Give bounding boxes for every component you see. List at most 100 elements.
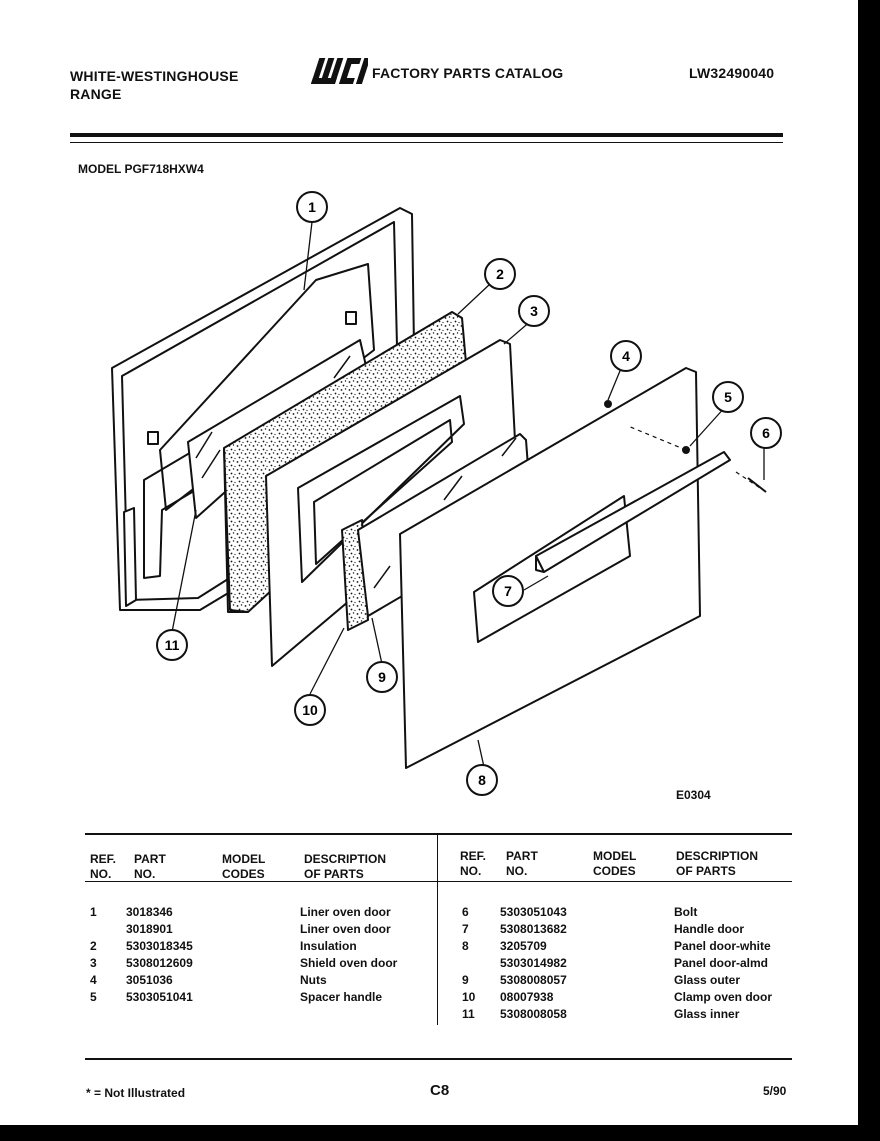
catalog-number: LW32490040	[689, 65, 775, 81]
not-illustrated-note: * = Not Illustrated	[86, 1086, 186, 1100]
row-part: 3018901	[126, 922, 173, 936]
row-part: 3051036	[126, 973, 173, 987]
row-desc: Insulation	[300, 939, 357, 953]
wci-logo	[310, 58, 368, 84]
table-row: 5303014982 Panel door-almd	[438, 955, 792, 972]
row-part: 5308008058	[500, 1007, 567, 1021]
table-row: 5 5303051041 Spacer handle	[0, 989, 437, 1006]
row-ref: 10	[462, 990, 476, 1004]
table-header-rule	[85, 881, 792, 882]
table-row: 6 5303051043 Bolt	[438, 904, 792, 921]
callout-2: 2	[484, 258, 516, 290]
row-ref: 3	[90, 956, 97, 970]
svg-text:11: 11	[165, 637, 180, 653]
page-code: C8	[430, 1082, 450, 1099]
table-top-rule	[85, 833, 792, 835]
callout-5: 5	[712, 381, 744, 413]
callout-11: 11	[156, 629, 188, 661]
table-divider	[437, 833, 438, 1025]
model-label: MODEL PGF718HXW4	[78, 162, 204, 176]
row-part: 5303014982	[500, 956, 567, 970]
callout-9: 9	[366, 661, 398, 693]
scan-edge-bottom	[0, 1125, 880, 1141]
row-part: 5308008057	[500, 973, 567, 987]
row-part: 5303018345	[126, 939, 193, 953]
row-ref: 5	[90, 990, 97, 1004]
row-ref: 1	[90, 905, 97, 919]
callout-4: 4	[610, 340, 642, 372]
table-row: 3018901 Liner oven door	[0, 921, 437, 938]
svg-text:9: 9	[378, 669, 386, 685]
row-desc: Handle door	[674, 922, 745, 936]
svg-text:8: 8	[478, 772, 486, 788]
svg-text:5: 5	[724, 389, 732, 405]
row-desc: Liner oven door	[300, 905, 391, 919]
table-row: 7 5308013682 Handle door	[438, 921, 792, 938]
svg-text:3: 3	[530, 303, 538, 319]
table-row: 10 08007938 Clamp oven door	[438, 989, 792, 1006]
row-ref: 9	[462, 973, 469, 987]
row-part: 3018346	[126, 905, 173, 919]
row-desc: Spacer handle	[300, 990, 383, 1004]
callout-10: 10	[294, 694, 326, 726]
row-desc: Nuts	[300, 973, 327, 987]
part-shield	[265, 339, 517, 667]
catalog-date: 5/90	[763, 1084, 787, 1098]
table-row: 4 3051036 Nuts	[0, 972, 437, 989]
callout-1: 1	[296, 191, 328, 223]
row-part: 5303051043	[500, 905, 567, 919]
svg-text:10: 10	[302, 702, 318, 718]
row-ref: 8	[462, 939, 469, 953]
table-row: 2 5303018345 Insulation	[0, 938, 437, 955]
row-ref: 11	[462, 1007, 475, 1021]
callout-6: 6	[750, 417, 782, 449]
row-part: 5303051041	[126, 990, 193, 1004]
row-desc: Panel door-almd	[674, 956, 769, 970]
catalog-page: WHITE-WESTINGHOUSE RANGE FACTORY PARTS C…	[0, 0, 858, 1125]
table-bottom-rule	[85, 1058, 792, 1060]
row-desc: Liner oven door	[300, 922, 391, 936]
header-rule-thin	[70, 142, 783, 143]
exploded-diagram: 1 2 3 4 5 6 7 8 9 10 11	[111, 191, 782, 796]
row-desc: Clamp oven door	[674, 990, 773, 1004]
row-desc: Panel door-white	[674, 939, 771, 953]
callout-7: 7	[492, 575, 524, 607]
row-ref: 7	[462, 922, 469, 936]
left-header-ref: REF.NO.	[90, 852, 117, 881]
diagram-code: E0304	[676, 788, 711, 802]
right-header-ref: REF.NO.	[460, 849, 487, 878]
table-row: 8 3205709 Panel door-white	[438, 938, 792, 955]
svg-text:2: 2	[496, 266, 504, 282]
row-desc: Bolt	[674, 905, 698, 919]
table-row: 1 3018346 Liner oven door	[0, 904, 437, 921]
row-part: 5308012609	[126, 956, 193, 970]
row-desc: Glass inner	[674, 1007, 740, 1021]
callout-3: 3	[518, 295, 550, 327]
row-part: 5308013682	[500, 922, 567, 936]
row-part: 08007938	[500, 990, 554, 1004]
header-rule-thick	[70, 133, 783, 137]
brand-name: WHITE-WESTINGHOUSE RANGE	[70, 67, 238, 103]
svg-text:1: 1	[308, 199, 316, 215]
svg-text:7: 7	[504, 583, 512, 599]
row-ref: 4	[90, 973, 97, 987]
table-row: 3 5308012609 Shield oven door	[0, 955, 437, 972]
svg-text:6: 6	[762, 425, 770, 441]
row-ref: 6	[462, 905, 469, 919]
table-row: 11 5308008058 Glass inner	[438, 1006, 792, 1023]
row-ref: 2	[90, 939, 97, 953]
part-handle	[535, 451, 731, 573]
brand-line-1: WHITE-WESTINGHOUSE	[70, 68, 239, 84]
row-part: 3205709	[500, 939, 547, 953]
catalog-title: FACTORY PARTS CATALOG	[372, 65, 564, 81]
scan-edge-right	[858, 0, 880, 1141]
row-desc: Glass outer	[674, 973, 741, 987]
svg-text:4: 4	[622, 348, 630, 364]
brand-line-2: RANGE	[70, 86, 122, 102]
